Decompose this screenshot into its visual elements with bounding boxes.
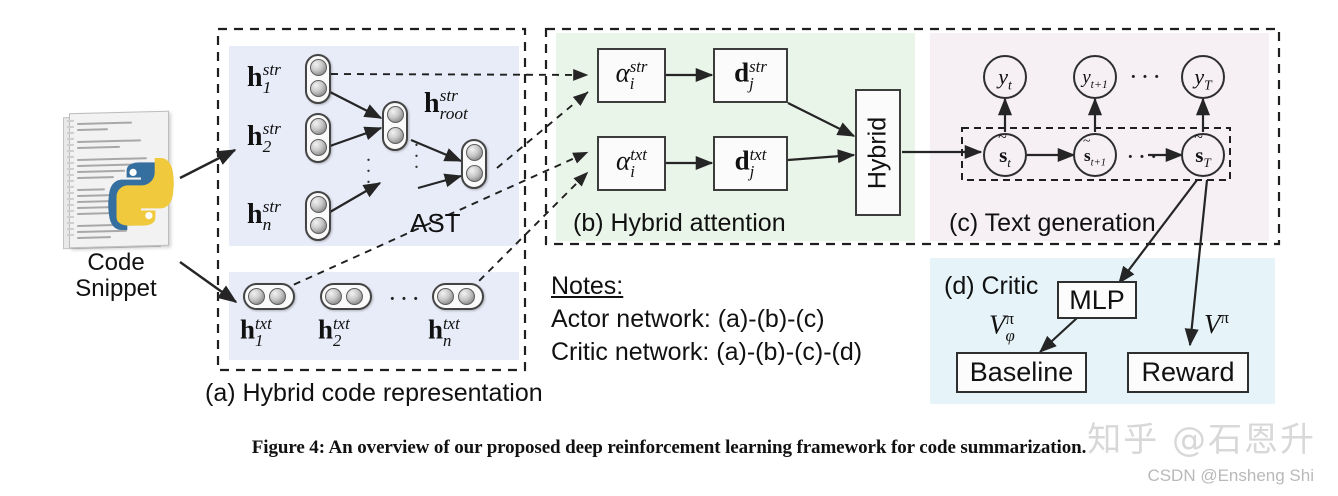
code-snippet-label-line2: Snippet: [75, 274, 157, 302]
output-token-t-plus-1: yt+1: [1073, 55, 1117, 99]
hybrid-fusion-box: Hybrid: [855, 89, 901, 216]
decoder-state-t-plus-1: s~t+1: [1073, 133, 1117, 177]
reward-box: Reward: [1127, 352, 1249, 393]
ast-vertical-dots-1: ...: [414, 129, 419, 173]
arrow-mid-to-root: [410, 138, 463, 163]
panel-a-dashed-border: [216, 27, 527, 372]
notes-critic-line: Critic network: (a)-(b)-(c)-(d): [551, 338, 863, 366]
code-snippet-icon: [63, 110, 174, 250]
arrow-dots-to-root: [417, 173, 463, 190]
python-logo-icon: [108, 158, 174, 230]
ast-root-node: [461, 139, 487, 189]
notes-heading: Notes:: [551, 272, 624, 300]
ast-leaf-node-1: [305, 54, 331, 104]
ast-leaf-node-2: [305, 113, 331, 163]
decoder-states-ellipsis: ···: [1126, 142, 1161, 171]
csdn-watermark: CSDN @Ensheng Shi: [1147, 466, 1314, 485]
arrow-dstr-to-hybrid: [787, 102, 856, 137]
txt-nodes-ellipsis: ···: [388, 284, 423, 313]
arrow-dtxt-to-hybrid: [787, 149, 856, 164]
hybrid-fusion-label: Hybrid: [863, 116, 892, 189]
ast-label: AST: [410, 208, 461, 238]
panel-d-caption: (d) Critic: [944, 272, 1039, 300]
code-snippet-label-line1: Code: [87, 249, 145, 276]
txt-node-2: [320, 283, 372, 310]
arrow-hn-to-dots: [329, 182, 382, 213]
panel-a-caption: (a) Hybrid code representation: [205, 379, 543, 407]
output-token-T: yT: [1181, 55, 1225, 99]
ast-intermediate-node: [382, 101, 408, 151]
v-pi-label: Vπ: [1204, 308, 1229, 339]
mlp-box: MLP: [1057, 281, 1137, 319]
txt-node-1: [243, 283, 295, 310]
arrow-code-to-ast: [179, 148, 237, 180]
arrow-h1-to-mid: [329, 91, 383, 119]
document-gutter-marks: [67, 119, 74, 238]
dashed-h1-to-alpha-str: [330, 69, 589, 81]
notes-actor-line: Actor network: (a)-(b)-(c): [551, 305, 825, 333]
arrow-h2-to-mid: [329, 126, 383, 148]
arrow-code-to-txt: [179, 261, 238, 303]
arrow-sT-to-mlp: [1118, 179, 1198, 285]
decoder-state-T: s~T: [1181, 129, 1225, 177]
ast-vertical-dots-2: ...: [366, 144, 371, 188]
decoder-state-t: s~t: [983, 129, 1027, 177]
ast-leaf-node-n: [305, 191, 331, 241]
panel-c-caption: (c) Text generation: [949, 209, 1156, 237]
baseline-box: Baseline: [956, 352, 1087, 393]
output-token-t: yt: [983, 55, 1027, 99]
txt-node-n: [432, 283, 484, 310]
figure-caption: Figure 4: An overview of our proposed de…: [251, 437, 1087, 458]
zhihu-watermark: 知乎 @石恩升: [1087, 420, 1316, 460]
dashed-hntxt-to-alpha-txt: [469, 171, 589, 291]
dashed-h1txt-to-alpha-txt: [281, 151, 589, 291]
dashed-root-to-alpha-str: [496, 91, 589, 169]
panel-b-caption: (b) Hybrid attention: [573, 209, 786, 237]
panel-bc-dashed-border: [544, 27, 1281, 246]
notes-block: Notes: Actor network: (a)-(b)-(c) Critic…: [551, 270, 862, 369]
code-snippet-label: Code Snippet: [46, 250, 186, 302]
arrow-sT-to-reward: [1184, 179, 1209, 347]
output-tokens-ellipsis: ···: [1129, 62, 1164, 91]
arrow-mlp-to-baseline: [1039, 317, 1078, 353]
